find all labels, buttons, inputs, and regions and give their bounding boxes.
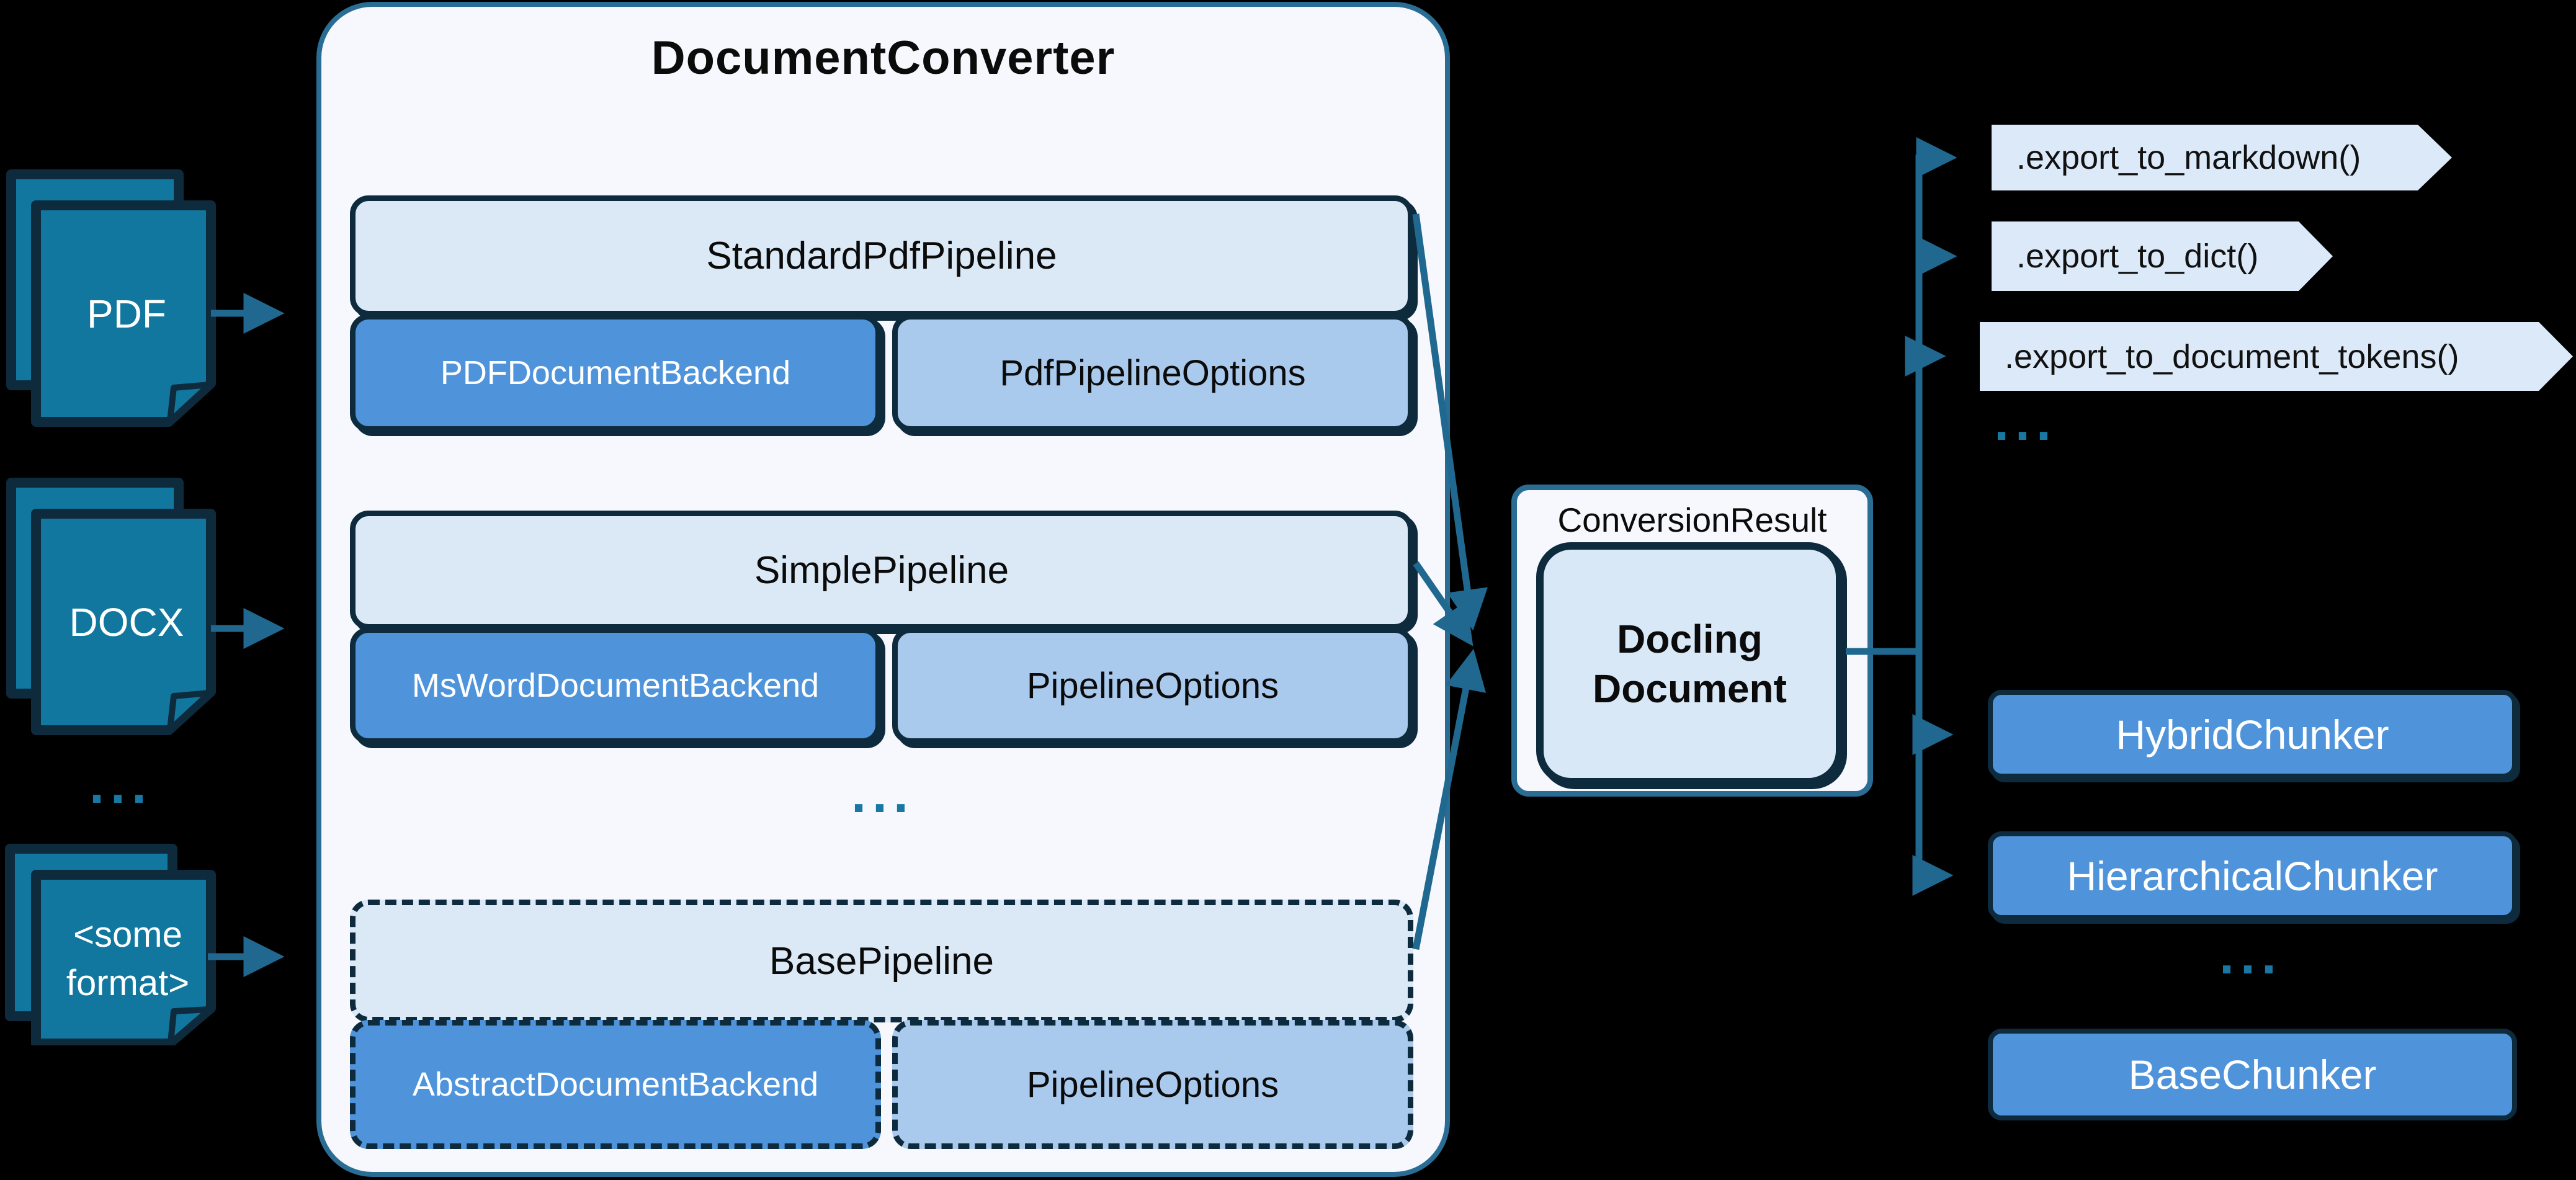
hierarchical-chunker-box: HierarchicalChunker — [1988, 831, 2517, 920]
base-pipeline-box: BasePipeline — [350, 900, 1413, 1022]
document-converter-title: DocumentConverter — [651, 32, 1116, 84]
pdf-document-icon — [6, 169, 216, 427]
pdf-document-backend-box: PDFDocumentBackend — [350, 314, 881, 432]
export-to-dict-banner: .export_to_dict() — [1992, 221, 2333, 291]
base-chunker-box: BaseChunker — [1988, 1029, 2517, 1120]
hybrid-chunker-box: HybridChunker — [1988, 690, 2517, 779]
simple-pipeline-box: SimplePipeline — [350, 511, 1413, 630]
base-pipeline-options-box: PipelineOptions — [892, 1020, 1413, 1149]
some-format-document-icon — [5, 844, 216, 1045]
standard-pdf-pipeline-box: StandardPdfPipeline — [350, 195, 1413, 316]
docx-document-icon — [6, 478, 216, 735]
abstract-document-backend-box: AbstractDocumentBackend — [350, 1020, 881, 1149]
some-format-label: <some format> — [66, 914, 190, 1003]
docx-label: DOCX — [69, 599, 184, 645]
chunkers-ellipsis: ... — [2219, 926, 2283, 985]
pipeline-options-box: PipelineOptions — [892, 627, 1413, 744]
export-to-document-tokens-banner: .export_to_document_tokens() — [1980, 322, 2573, 391]
exports-ellipsis: ... — [1994, 392, 2057, 452]
pdf-pipeline-options-box: PdfPipelineOptions — [892, 314, 1413, 432]
converter-ellipsis: ... — [851, 764, 915, 824]
docling-document-box: Docling Document — [1536, 542, 1843, 785]
pdf-label: PDF — [87, 291, 166, 336]
conversion-result-label: ConversionResult — [1557, 501, 1827, 539]
export-to-markdown-banner: .export_to_markdown() — [1992, 125, 2452, 190]
msword-document-backend-box: MsWordDocumentBackend — [350, 627, 881, 744]
inputs-ellipsis: ... — [89, 755, 153, 815]
